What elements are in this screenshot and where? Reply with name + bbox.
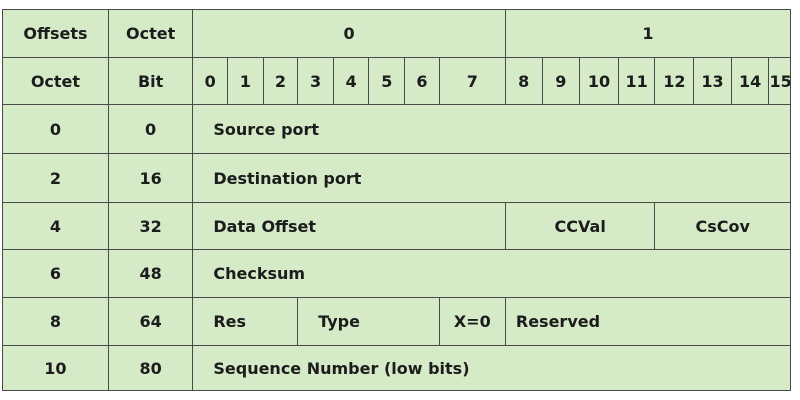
row-octet: 0 — [2, 104, 109, 154]
header-row-bits: Octet Bit 0 1 2 3 4 5 6 7 8 9 10 11 12 1… — [2, 57, 791, 105]
packet-header-table: Offsets Octet 0 1 Octet Bit 0 1 2 3 4 5 … — [2, 9, 792, 391]
bit-label: 11 — [617, 57, 656, 105]
octet-header: Octet — [107, 9, 194, 58]
field-row: 2 16 Destination port — [2, 153, 791, 203]
bit-label: 15 — [768, 57, 791, 105]
bit-label: 8 — [504, 57, 543, 105]
octet-1-header: 1 — [504, 9, 792, 58]
field-row: 6 48 Checksum — [2, 249, 791, 298]
field-source-port: Source port — [192, 104, 791, 154]
row-bit: 32 — [107, 202, 194, 250]
field-res: Res — [192, 297, 299, 346]
row-octet: 6 — [2, 249, 109, 298]
row-bit: 48 — [107, 249, 194, 298]
row-octet: 10 — [2, 345, 109, 391]
field-row: 4 32 Data Offset CCVal CsCov — [2, 202, 791, 250]
row-octet: 2 — [2, 153, 109, 203]
field-x: X=0 — [438, 297, 506, 346]
field-data-offset: Data Offset — [192, 202, 506, 250]
row-bit: 64 — [107, 297, 194, 346]
bit-label: 9 — [541, 57, 581, 105]
octet-column-label: Octet — [2, 57, 109, 105]
bit-label: 6 — [404, 57, 440, 105]
bit-label: 0 — [192, 57, 228, 105]
field-ccval: CCVal — [504, 202, 656, 250]
bit-label: 7 — [438, 57, 506, 105]
row-bit: 16 — [107, 153, 194, 203]
bit-label: 3 — [297, 57, 334, 105]
field-sequence-number-low: Sequence Number (low bits) — [192, 345, 791, 391]
bit-label: 14 — [730, 57, 770, 105]
bit-label: 12 — [654, 57, 695, 105]
field-reserved: Reserved — [504, 297, 792, 346]
bit-label: 13 — [693, 57, 732, 105]
octet-0-header: 0 — [192, 9, 506, 58]
offsets-header: Offsets — [2, 9, 109, 58]
row-bit: 80 — [107, 345, 194, 391]
field-row: 0 0 Source port — [2, 104, 791, 154]
bit-label: 5 — [368, 57, 406, 105]
field-row: 10 80 Sequence Number (low bits) — [2, 345, 791, 391]
field-cscov: CsCov — [654, 202, 791, 250]
row-bit: 0 — [107, 104, 194, 154]
bit-column-label: Bit — [107, 57, 194, 105]
field-destination-port: Destination port — [192, 153, 791, 203]
field-row: 8 64 Res Type X=0 Reserved — [2, 297, 792, 346]
bit-label: 4 — [332, 57, 370, 105]
field-checksum: Checksum — [192, 249, 791, 298]
row-octet: 4 — [2, 202, 109, 250]
bit-label: 10 — [579, 57, 619, 105]
header-row-octets: Offsets Octet 0 1 — [2, 9, 792, 58]
bit-label: 2 — [262, 57, 299, 105]
bit-label: 1 — [226, 57, 264, 105]
row-octet: 8 — [2, 297, 109, 346]
field-type: Type — [297, 297, 440, 346]
